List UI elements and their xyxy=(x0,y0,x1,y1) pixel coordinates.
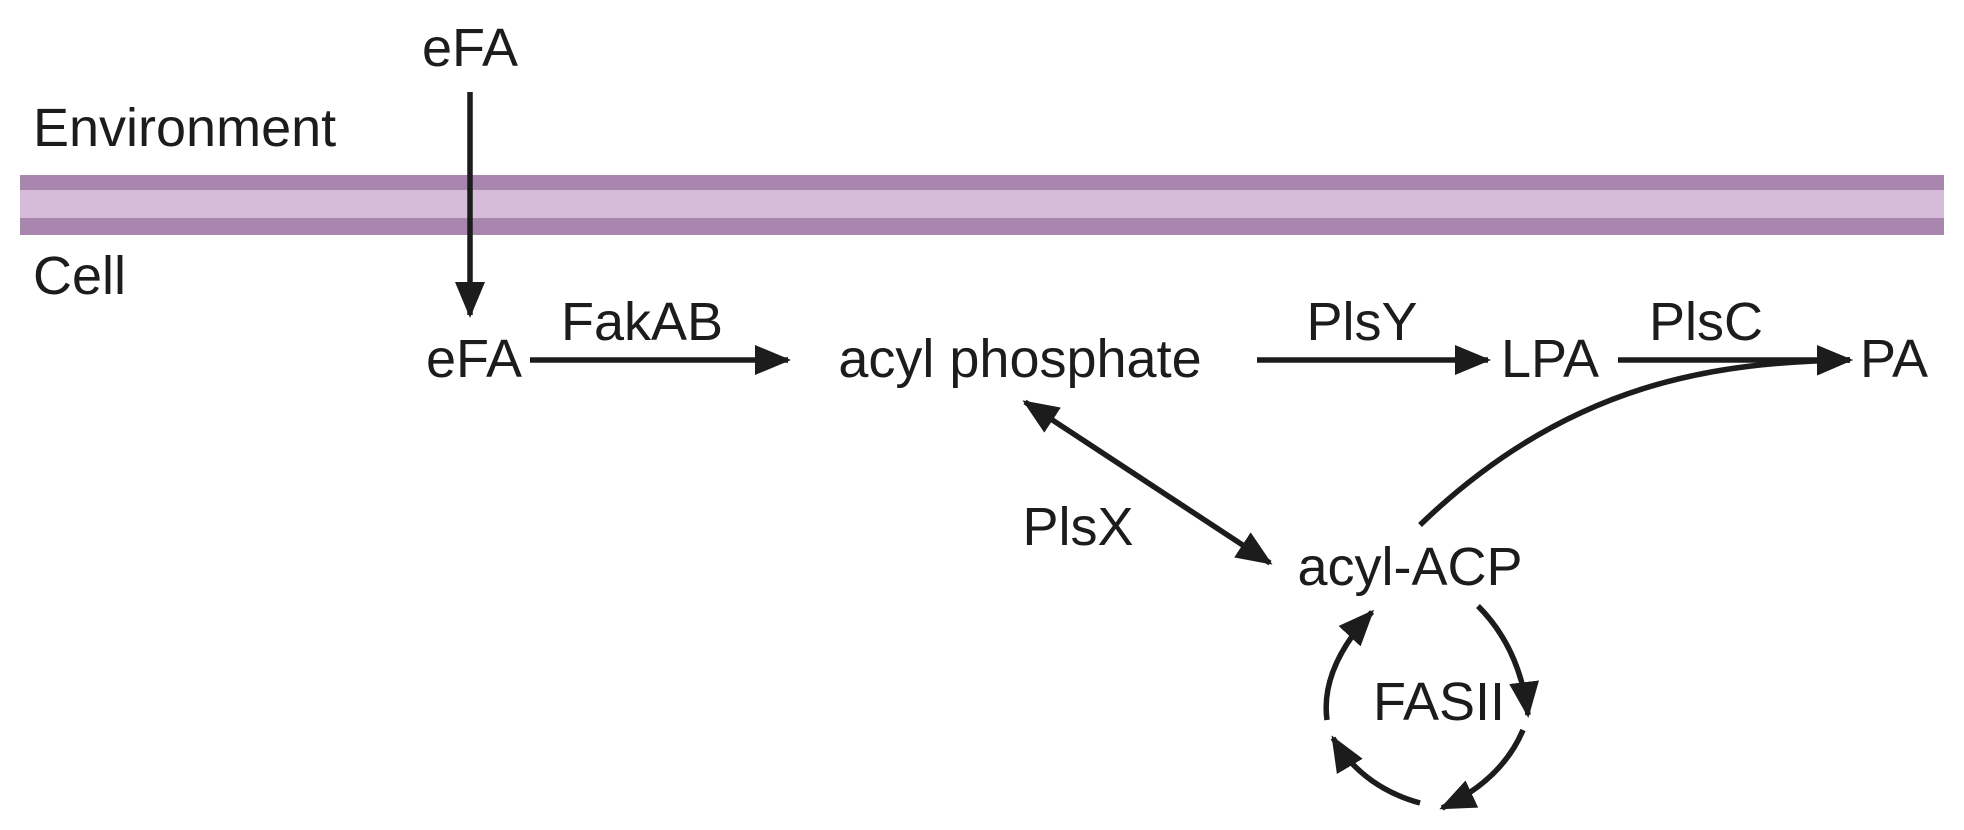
pa-node: PA xyxy=(1860,329,1928,389)
efa-inside-node: eFA xyxy=(426,329,522,389)
fasii-cycle-arrow-up xyxy=(1323,609,1375,721)
fakab-enzyme-label: FakAB xyxy=(561,292,723,352)
fasii-enzyme-label: FASII xyxy=(1373,672,1505,732)
plsx-enzyme-label: PlsX xyxy=(1022,497,1133,557)
environment-label: Environment xyxy=(33,98,336,158)
plsx-double-arrow xyxy=(1022,399,1273,566)
acyl-acp-node: acyl-ACP xyxy=(1297,537,1522,597)
cell-membrane xyxy=(20,175,1944,235)
efa-outside-node: eFA xyxy=(422,18,518,78)
fasii-cycle-arrow-bottom xyxy=(1439,728,1526,811)
acyl-acp-to-pa-arrow xyxy=(1418,345,1853,527)
plsy-enzyme-label: PlsY xyxy=(1306,292,1417,352)
plsc-enzyme-label: PlsC xyxy=(1649,292,1763,352)
acyl-phosphate-node: acyl phosphate xyxy=(838,329,1201,389)
cell-label: Cell xyxy=(33,246,126,306)
fasii-cycle-arrow-right xyxy=(1476,604,1539,718)
fasii-cycle-arrow-left xyxy=(1330,735,1421,806)
membrane-inner-layer xyxy=(20,190,1944,218)
fasii-cycle xyxy=(1323,604,1539,811)
lpa-node: LPA xyxy=(1501,329,1599,389)
